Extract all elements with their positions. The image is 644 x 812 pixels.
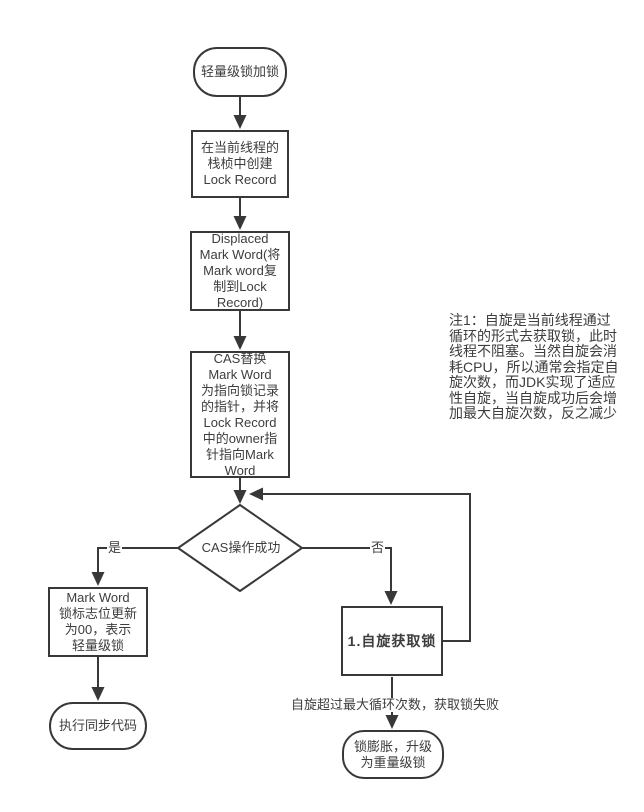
- node-cas-replace-line: CAS替换: [213, 350, 267, 366]
- node-cas-replace-line: 为指向锁记录: [200, 382, 279, 398]
- arrowhead-decision-no: [384, 591, 398, 605]
- node-cas-replace-line: Mark Word: [208, 366, 272, 382]
- spin-note-line: 注1：自旋是当前线程通过: [449, 312, 611, 328]
- node-start: 轻量级锁加锁: [193, 47, 287, 97]
- node-displaced-line: Mark word复: [203, 263, 277, 278]
- node-displaced-mark-word: Displaced Mark Word(将 Mark word复 制到Lock …: [190, 231, 290, 311]
- spin-note-line: 线程不阻塞。当然自旋会消: [449, 343, 617, 359]
- node-mark-word-update: Mark Word 锁标志位更新 为00，表示 轻量级锁: [48, 587, 148, 657]
- node-execute-sync: 执行同步代码: [49, 702, 147, 750]
- node-lock-inflate-line: 为重量级锁: [360, 754, 426, 770]
- node-displaced-line: Mark Word(将: [199, 247, 281, 262]
- arrowhead-update-to-execute: [91, 687, 105, 701]
- node-create-lock-record-line: 在当前线程的: [200, 140, 279, 155]
- node-create-lock-record-line: 栈桢中创建: [207, 156, 273, 171]
- node-create-lock-record-line: Lock Record: [203, 172, 277, 187]
- node-cas-replace: CAS替换 Mark Word 为指向锁记录 的指针，并将 Lock Recor…: [190, 351, 290, 478]
- decision-yes-label: 是: [107, 540, 123, 555]
- arrowhead-create-to-displaced: [233, 216, 247, 230]
- edge-spin-loop-back: [263, 493, 471, 642]
- node-mark-word-update-line: 轻量级锁: [71, 638, 124, 653]
- node-lock-inflate: 锁膨胀，升级 为重量级锁: [342, 730, 444, 779]
- node-cas-replace-line: Word: [224, 462, 256, 478]
- node-cas-replace-line: 中的owner指: [202, 430, 278, 446]
- node-execute-sync-label: 执行同步代码: [58, 718, 137, 733]
- node-displaced-line: Displaced: [211, 231, 269, 246]
- spin-note-line: 循环的形式去获取锁，此时: [449, 327, 617, 344]
- spin-note-line: 旋次数，而JDK实现了适应: [449, 374, 616, 390]
- node-cas-replace-line: 的指针，并将: [200, 398, 279, 414]
- spin-note-line: 性自旋，当自旋成功后会增: [449, 389, 617, 406]
- node-displaced-line: 制到Lock: [213, 279, 267, 294]
- arrowhead-spin-to-inflate: [385, 715, 399, 729]
- spin-note: 注1：自旋是当前线程通过 循环的形式去获取锁，此时 线程不阻塞。当然自旋会消 耗…: [449, 312, 619, 422]
- decision-diamond: [176, 503, 304, 593]
- node-mark-word-update-line: 为00，表示: [64, 622, 132, 637]
- node-start-label: 轻量级锁加锁: [200, 64, 279, 79]
- decision-label: CAS操作成功: [201, 540, 281, 555]
- edge-decision-no: [302, 547, 392, 592]
- node-lock-inflate-line: 锁膨胀，升级: [353, 738, 432, 754]
- node-displaced-line: Record): [216, 295, 264, 310]
- decision-no-label: 否: [370, 540, 386, 555]
- node-cas-replace-line: 针指向Mark: [206, 446, 274, 462]
- node-create-lock-record: 在当前线程的 栈桢中创建 Lock Record: [191, 130, 289, 198]
- spin-fail-caption: 自旋超过最大循环次数，获取锁失败: [291, 697, 500, 712]
- node-spin-lock: 1.自旋获取锁: [341, 606, 443, 676]
- arrowhead-decision-yes: [91, 572, 105, 586]
- edge-decision-yes: [97, 547, 178, 573]
- spin-note-line: 加最大自旋次数，反之减少: [449, 405, 617, 421]
- arrowhead-start-to-create: [233, 115, 247, 129]
- node-cas-replace-line: Lock Record: [203, 414, 277, 430]
- arrowhead-displaced-to-cas: [233, 336, 247, 350]
- node-mark-word-update-line: 锁标志位更新: [58, 606, 137, 621]
- node-spin-lock-label: 1.自旋获取锁: [347, 633, 437, 649]
- arrowhead-spin-loop-back: [249, 487, 263, 501]
- node-mark-word-update-line: Mark Word: [66, 590, 130, 605]
- spin-note-line: 耗CPU，所以通常会指定自: [449, 358, 619, 375]
- arrowhead-cas-to-decision: [233, 490, 247, 504]
